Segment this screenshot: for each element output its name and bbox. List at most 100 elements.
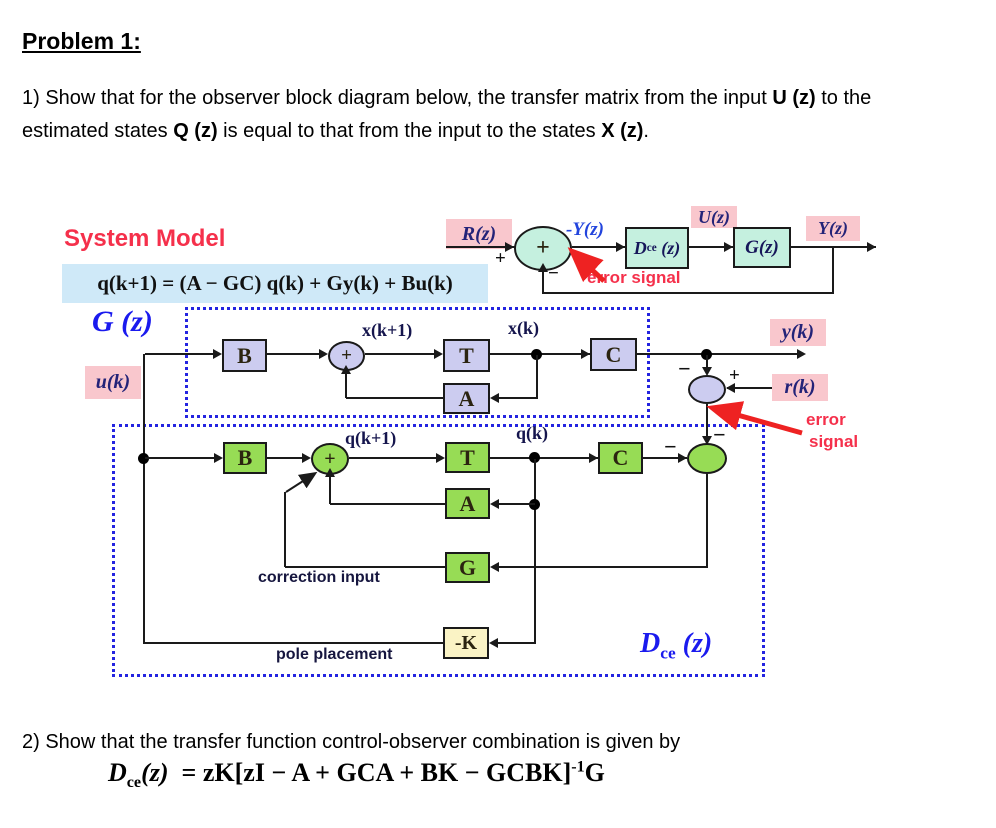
connector-line	[330, 503, 445, 505]
dce-dotted-box	[112, 424, 765, 677]
correction-input-annotation: correction input	[258, 569, 380, 586]
dce-tail: (z)	[656, 237, 681, 258]
arrowhead	[490, 562, 499, 572]
connector-line	[706, 355, 708, 373]
part2-text: 2) Show that the transfer function contr…	[22, 731, 681, 753]
connector-line	[637, 353, 802, 355]
arrowhead	[589, 453, 598, 463]
block-A-plant: A	[443, 383, 490, 414]
arrowhead	[724, 242, 733, 252]
intro-paragraph: 1) Show that for the observer block diag…	[22, 82, 912, 148]
intro-bold-uz: U (z)	[772, 87, 816, 109]
junction-dot	[138, 453, 149, 464]
intro-bold-xz: X (z)	[601, 120, 644, 142]
intro-text: 1) Show that for the observer block diag…	[22, 87, 773, 109]
connector-line	[329, 477, 331, 504]
arrowhead	[678, 453, 687, 463]
block-C-plant: C	[590, 338, 637, 371]
minus-sign: −	[548, 263, 559, 284]
eq-body: zK[zI − A + GCA + BK − GCBK]	[202, 758, 572, 787]
arrowhead	[726, 383, 735, 393]
pole-placement-annotation: pole placement	[276, 646, 393, 663]
signal-label-Rz: R(z)	[446, 219, 512, 249]
arrowhead	[325, 468, 335, 477]
arrowhead	[214, 453, 223, 463]
minus-sign: −	[678, 356, 691, 381]
system-model-title: System Model	[64, 225, 226, 252]
arrowhead	[490, 393, 499, 403]
connector-line	[446, 246, 516, 248]
connector-line	[497, 503, 535, 505]
arrowhead	[867, 242, 876, 252]
eq-tail: G	[584, 758, 605, 787]
plus-sign: +	[729, 365, 740, 386]
signal-label-uk: u(k)	[85, 366, 141, 399]
dce-main: D	[633, 237, 647, 258]
signal-label-xk: x(k)	[508, 318, 539, 338]
connector-line	[572, 246, 627, 248]
intro-text: to the estimated states	[22, 87, 872, 142]
arrowhead	[616, 242, 625, 252]
plus-sign: +	[341, 345, 352, 366]
arrowhead	[302, 453, 311, 463]
signal-label-qk1: q(k+1)	[345, 428, 397, 448]
block-C-observer: C	[598, 442, 643, 474]
signal-label-qk: q(k)	[516, 423, 549, 443]
connector-line	[145, 457, 215, 459]
connector-line	[643, 457, 687, 459]
connector-line	[143, 354, 145, 644]
connector-line	[267, 457, 305, 459]
connector-line	[727, 387, 772, 389]
connector-line	[536, 355, 538, 399]
sum-junction-error	[687, 443, 727, 474]
intro-bold-qz: Q (z)	[173, 120, 218, 142]
connector-line	[284, 492, 286, 567]
arrowhead	[702, 436, 712, 445]
connector-line	[689, 246, 735, 248]
arrowhead	[341, 365, 351, 374]
connector-line	[706, 404, 708, 437]
dce-sub: ce	[646, 242, 657, 254]
block-T-plant: T	[443, 339, 490, 372]
dce-controller-title: Dce (z)	[640, 628, 712, 664]
connector-line	[497, 566, 708, 568]
eq-D: D	[108, 758, 127, 787]
connector-line	[497, 397, 537, 399]
connector-line	[490, 457, 598, 459]
page-title: Problem 1:	[22, 28, 141, 54]
arrowhead	[319, 349, 328, 359]
minus-sign: −	[664, 434, 677, 459]
eq-equals: =	[181, 758, 197, 787]
connector-line	[542, 272, 544, 294]
signal-label-Yz: Y(z)	[806, 216, 860, 241]
arrowhead	[538, 263, 548, 272]
arrowhead	[489, 638, 498, 648]
signal-label-negYz: -Y(z)	[566, 219, 604, 240]
block-B-observer: B	[223, 442, 267, 474]
signal-label-xk1: x(k+1)	[362, 320, 413, 340]
connector-line	[832, 247, 834, 294]
model-equation: q(k+1) = (A − GC) q(k) + Gy(k) + Bu(k)	[62, 264, 488, 303]
eq-sub: ce	[126, 774, 142, 792]
connector-line	[145, 642, 443, 644]
block-G-observer: G	[445, 552, 490, 583]
eq-sup: -1	[571, 758, 585, 776]
connector-line	[497, 642, 535, 644]
signal-annotation: signal	[809, 432, 859, 451]
arrowhead	[505, 242, 514, 252]
arrowhead	[581, 349, 590, 359]
dce-title-main: D	[640, 628, 661, 659]
junction-dot	[531, 349, 542, 360]
connector-line	[145, 353, 215, 355]
arrowhead	[213, 349, 222, 359]
block-B-plant: B	[222, 339, 267, 372]
arrowhead	[702, 367, 712, 376]
arrowhead	[434, 349, 443, 359]
arrowhead	[490, 499, 499, 509]
arrowhead	[436, 453, 445, 463]
gz-observer-title: G (z)	[92, 305, 153, 338]
eq-space	[169, 758, 182, 787]
part2-equation: Dce(z) = zK[zI − A + GCA + BK − GCBK]-1G	[108, 758, 605, 792]
plus-sign: +	[495, 248, 506, 269]
